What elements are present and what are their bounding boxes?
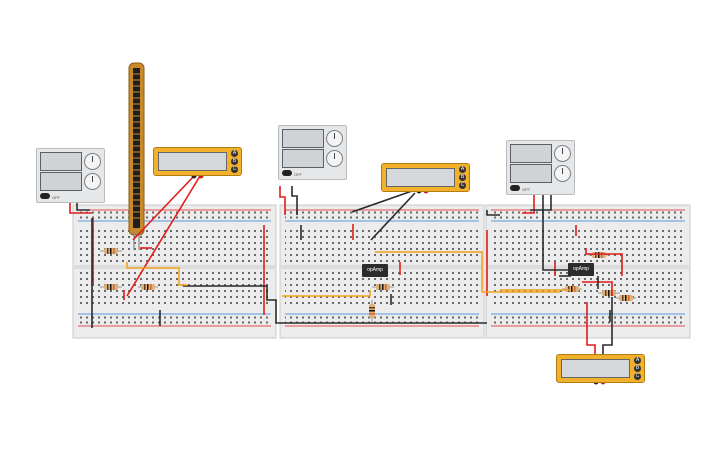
meter-mode-button[interactable]: A (634, 357, 641, 364)
power-supply-3[interactable]: OFF (506, 140, 575, 195)
switch-label: OFF (52, 195, 60, 200)
power-supply-1[interactable]: OFF (36, 148, 105, 203)
meter-mode-button[interactable]: B (634, 365, 641, 372)
meter-display (561, 359, 630, 378)
meter-mode-button[interactable]: A (459, 166, 466, 173)
resistor[interactable] (372, 284, 394, 290)
power-switch[interactable] (510, 185, 520, 191)
opamp-label: opAmp (367, 267, 383, 273)
multimeter-1[interactable]: A B C (153, 147, 242, 176)
opamp-chip-1[interactable]: opAmp (362, 264, 388, 277)
voltage-knob-icon[interactable] (326, 130, 343, 147)
supply-voltage-display (282, 129, 324, 148)
meter-display (158, 152, 227, 171)
supply-current-display (40, 172, 82, 191)
power-switch[interactable] (40, 193, 50, 199)
meter-mode-button[interactable]: C (459, 182, 466, 189)
resistor[interactable] (100, 248, 122, 254)
resistor[interactable] (100, 284, 122, 290)
meter-mode-button[interactable]: C (231, 166, 238, 173)
meter-mode-button[interactable]: A (231, 150, 238, 157)
supply-current-display (282, 149, 324, 168)
meter-mode-button[interactable]: B (459, 174, 466, 181)
resistor[interactable] (616, 295, 636, 301)
power-supply-2[interactable]: OFF (278, 125, 347, 180)
switch-label: OFF (294, 172, 302, 177)
voltage-knob-icon[interactable] (84, 153, 101, 170)
meter-mode-button[interactable]: B (231, 158, 238, 165)
multimeter-3[interactable]: A B C (556, 354, 645, 383)
resistor[interactable] (369, 300, 375, 322)
current-knob-icon[interactable] (84, 173, 101, 190)
switch-label: OFF (522, 187, 530, 192)
supply-voltage-display (40, 152, 82, 171)
current-knob-icon[interactable] (554, 165, 571, 182)
current-knob-icon[interactable] (326, 150, 343, 167)
resistor[interactable] (138, 284, 158, 290)
supply-current-display (510, 164, 552, 183)
meter-display (386, 168, 455, 187)
meter-mode-button[interactable]: C (634, 373, 641, 380)
opamp-chip-2[interactable]: opAmp (568, 263, 594, 276)
opamp-label: opAmp (573, 266, 589, 272)
wire-red[interactable] (69, 175, 623, 354)
wire-orange[interactable] (126, 251, 570, 297)
flex-sensor[interactable] (128, 62, 145, 250)
resistor[interactable] (562, 286, 582, 292)
supply-voltage-display (510, 144, 552, 163)
voltage-knob-icon[interactable] (554, 145, 571, 162)
power-switch[interactable] (282, 170, 292, 176)
breadboard-1[interactable] (72, 204, 277, 339)
multimeter-2[interactable]: A B C (381, 163, 470, 192)
